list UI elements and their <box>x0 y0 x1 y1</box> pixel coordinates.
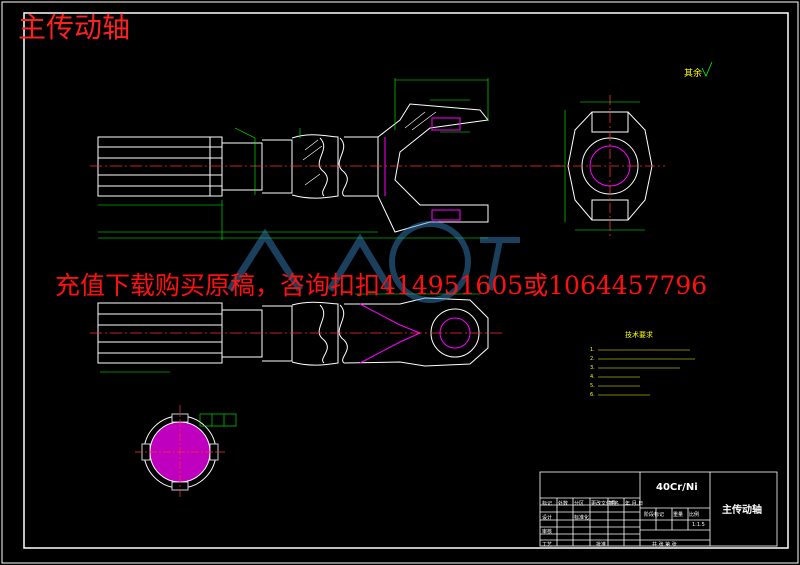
title-block <box>539 471 778 547</box>
shaft-neck <box>222 142 263 191</box>
front-view <box>97 103 489 233</box>
top-neck <box>222 309 263 358</box>
hatch-line <box>304 139 319 151</box>
watermark-glyph <box>326 233 394 292</box>
hatch-line <box>304 173 321 186</box>
roughness-symbol <box>701 61 713 77</box>
shaft-step <box>262 139 293 194</box>
tb-cell-review: 审核 <box>542 529 553 535</box>
top-spline-outline <box>97 302 223 364</box>
tb-cell-mark: 标记 <box>542 501 553 507</box>
title-block-material: 40Cr/Ni <box>656 482 698 493</box>
watermark-glyph <box>480 237 520 291</box>
tb-cell-standard: 标准化 <box>574 515 590 521</box>
tolerance-frame <box>199 413 237 427</box>
tb-cell-zone: 分区 <box>574 501 585 507</box>
break-line <box>338 304 348 364</box>
tb-cell-scale: 比例 <box>689 512 700 518</box>
roughness-label: 其余 <box>684 69 703 79</box>
title-block-part-name: 主传动轴 <box>722 505 762 516</box>
yoke-outline <box>344 103 489 233</box>
hatch-line <box>302 145 323 161</box>
tb-cell-change-doc: 更改文件号 <box>591 501 617 507</box>
sheet-inner-frame <box>23 12 789 549</box>
top-view-dimensions <box>100 293 480 373</box>
tb-cell-design: 设计 <box>542 515 553 521</box>
front-view-dimensions <box>98 78 489 240</box>
tech-note-item: 6. <box>590 392 595 398</box>
break-line <box>318 304 328 364</box>
tech-note-item: 1. <box>590 347 595 353</box>
top-yoke-fillet <box>359 332 421 364</box>
tech-notes-marks <box>598 349 695 396</box>
spline-section-outline <box>97 136 223 197</box>
tech-note-item: 5. <box>590 383 595 389</box>
shaft-taper <box>291 134 339 199</box>
tb-cell-sheets: 共 张 第 张 <box>652 542 677 548</box>
side-view-dimensions <box>564 101 645 231</box>
yoke-hole-bottom <box>431 209 461 221</box>
hatch-line <box>411 111 437 131</box>
tech-notes-title: 技术要求 <box>625 331 653 339</box>
section-hatching <box>302 111 437 186</box>
hatch-line <box>404 111 426 129</box>
drawing-title: 主传动轴 <box>18 11 131 44</box>
break-line <box>318 137 328 197</box>
tb-cell-count: 处数 <box>558 501 569 507</box>
tb-cell-process: 工艺 <box>542 542 553 548</box>
tb-cell-date: 年.月.日 <box>625 501 644 507</box>
break-line <box>338 137 348 197</box>
top-yoke-fillet <box>359 303 421 334</box>
tech-note-item: 4. <box>590 374 595 380</box>
title-block-frame <box>539 471 778 547</box>
watermark-circle <box>389 221 471 303</box>
tb-cell-scale-value: 1:1.5 <box>692 522 705 528</box>
section-view <box>135 405 237 498</box>
leader-line <box>234 127 256 139</box>
tech-note-item: 2. <box>590 356 595 362</box>
top-view <box>97 297 489 367</box>
tb-cell-approve: 批准 <box>596 542 607 548</box>
top-step <box>262 305 293 362</box>
top-taper <box>291 301 339 366</box>
tb-cell-sign: 签名 <box>609 501 620 507</box>
promo-banner: 充值下载购买原稿，咨询扣扣414951605或1064457796 <box>55 271 708 300</box>
watermark-logo <box>227 221 520 303</box>
yoke-hole-top <box>431 117 461 131</box>
top-yoke-outline <box>343 297 489 367</box>
watermark-glyph <box>227 228 303 292</box>
tech-note-item: 3. <box>590 365 595 371</box>
tb-cell-stage: 阶段标记 <box>644 512 665 518</box>
tb-cell-weight: 重量 <box>673 512 684 518</box>
